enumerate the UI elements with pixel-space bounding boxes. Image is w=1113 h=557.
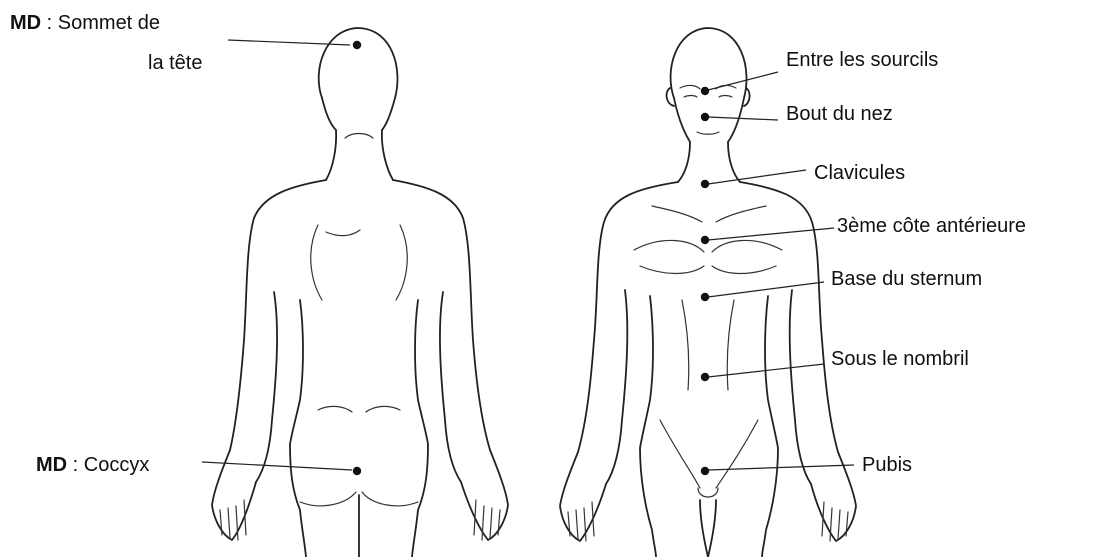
leader-sourcils	[708, 72, 778, 90]
label-base-du-sternum: Base du sternum	[831, 266, 982, 292]
point-sommet-de-la-tete	[353, 41, 361, 49]
leader-sternum	[708, 282, 824, 297]
label-md-prefix: MD	[36, 454, 67, 476]
point-3eme-cote	[701, 236, 709, 244]
label-la-tete: la tête	[148, 50, 202, 76]
point-clavicules	[701, 180, 709, 188]
label-md-prefix: MD	[10, 12, 41, 34]
point-base-du-sternum	[701, 293, 709, 301]
label-sommet-text: : Sommet de	[41, 12, 160, 34]
label-clavicules: Clavicules	[814, 160, 905, 186]
label-sommet-de-la-tete: MD : Sommet de	[10, 10, 160, 36]
point-coccyx	[353, 467, 361, 475]
back-figure	[212, 28, 508, 557]
label-entre-les-sourcils: Entre les sourcils	[786, 47, 938, 73]
label-bout-du-nez: Bout du nez	[786, 101, 893, 127]
label-coccyx-text: : Coccyx	[67, 454, 149, 476]
points	[353, 41, 709, 475]
label-pubis: Pubis	[862, 452, 912, 478]
leader-lines	[202, 40, 854, 470]
leader-nez	[708, 117, 778, 120]
point-entre-les-sourcils	[701, 87, 709, 95]
point-sous-le-nombril	[701, 373, 709, 381]
point-pubis	[701, 467, 709, 475]
label-sous-le-nombril: Sous le nombril	[831, 346, 969, 372]
label-coccyx: MD : Coccyx	[36, 452, 149, 478]
point-bout-du-nez	[701, 113, 709, 121]
leader-clavicules	[708, 170, 806, 184]
label-3eme-cote-anterieure: 3ème côte antérieure	[837, 213, 1026, 239]
